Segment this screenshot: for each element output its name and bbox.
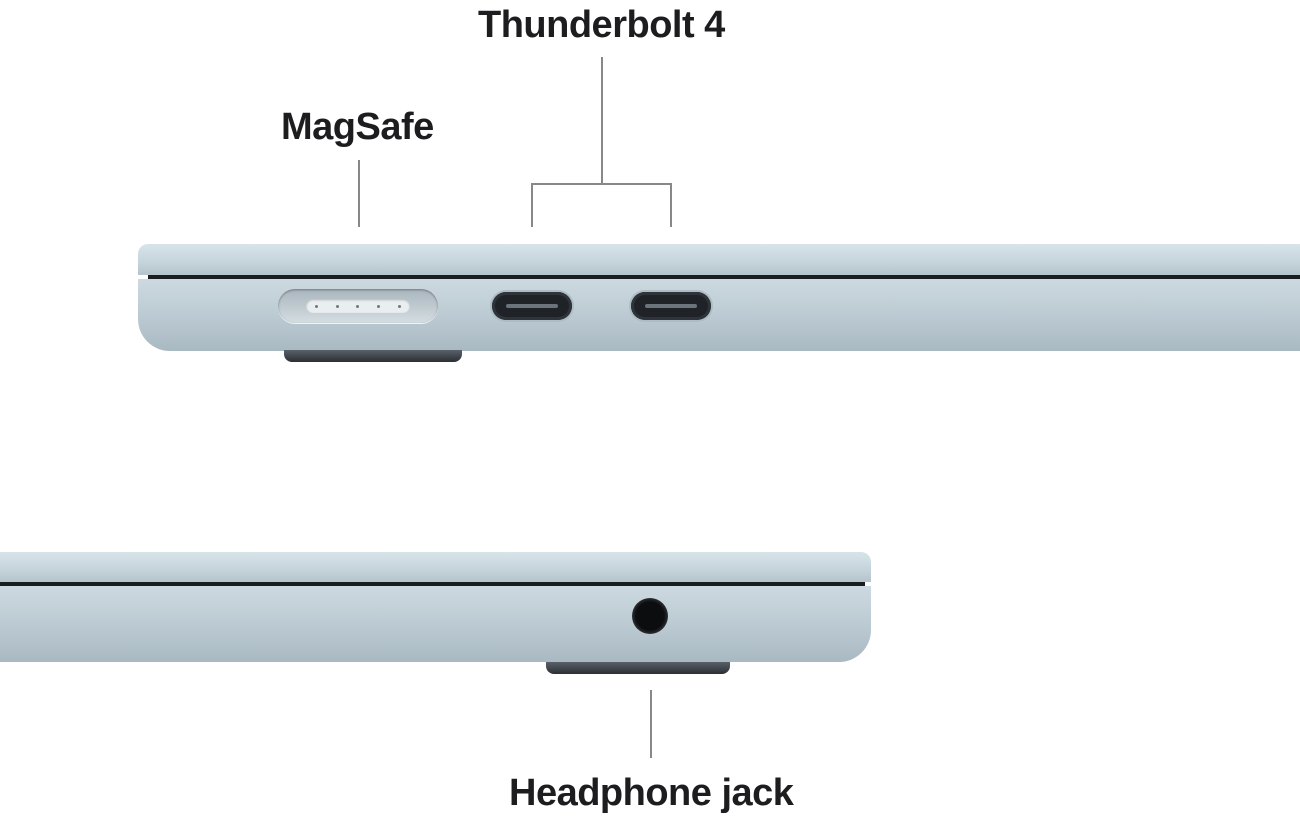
thunderbolt-bracket-right — [670, 183, 672, 227]
laptop-right-side — [0, 552, 871, 674]
thunderbolt-leader-vertical — [601, 57, 603, 184]
thunderbolt-port-2 — [631, 292, 711, 320]
thunderbolt-port-1 — [492, 292, 572, 320]
laptop-left-side — [138, 244, 1300, 362]
rubber-foot — [284, 350, 462, 362]
rubber-foot — [546, 662, 730, 674]
base — [0, 586, 871, 662]
headphone-leader — [650, 690, 652, 758]
thunderbolt-bracket-left — [531, 183, 533, 227]
thunderbolt-label: Thunderbolt 4 — [478, 4, 725, 46]
magsafe-leader — [358, 160, 360, 227]
lid-seam — [148, 275, 1300, 279]
headphone-jack-port — [632, 598, 668, 634]
magsafe-label: MagSafe — [281, 106, 434, 148]
headphone-label: Headphone jack — [509, 772, 794, 814]
lid — [0, 552, 871, 582]
magsafe-pins — [306, 299, 410, 313]
magsafe-port — [278, 289, 438, 323]
lid-seam — [0, 582, 865, 586]
lid — [138, 244, 1300, 275]
thunderbolt-bracket-horizontal — [531, 183, 672, 185]
